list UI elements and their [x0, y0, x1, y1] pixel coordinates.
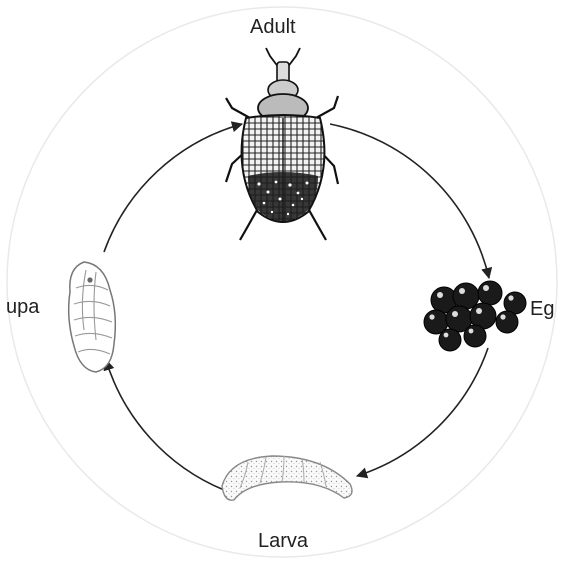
stage-label-larva: Larva	[258, 530, 308, 553]
arrow-eggs-to-larva	[357, 348, 488, 476]
eggs-cluster-icon	[424, 281, 526, 351]
pupa-icon	[69, 262, 116, 372]
arrow-larva-to-pupa	[106, 360, 224, 490]
arrow-adult-to-eggs	[330, 124, 489, 278]
adult-beetle-icon	[226, 48, 338, 240]
stage-label-eggs: Eg	[530, 298, 554, 321]
larva-grub-icon	[222, 456, 352, 500]
arrow-pupa-to-adult	[104, 124, 242, 252]
stage-label-adult: Adult	[250, 16, 296, 39]
stage-label-pupa: upa	[6, 296, 39, 319]
